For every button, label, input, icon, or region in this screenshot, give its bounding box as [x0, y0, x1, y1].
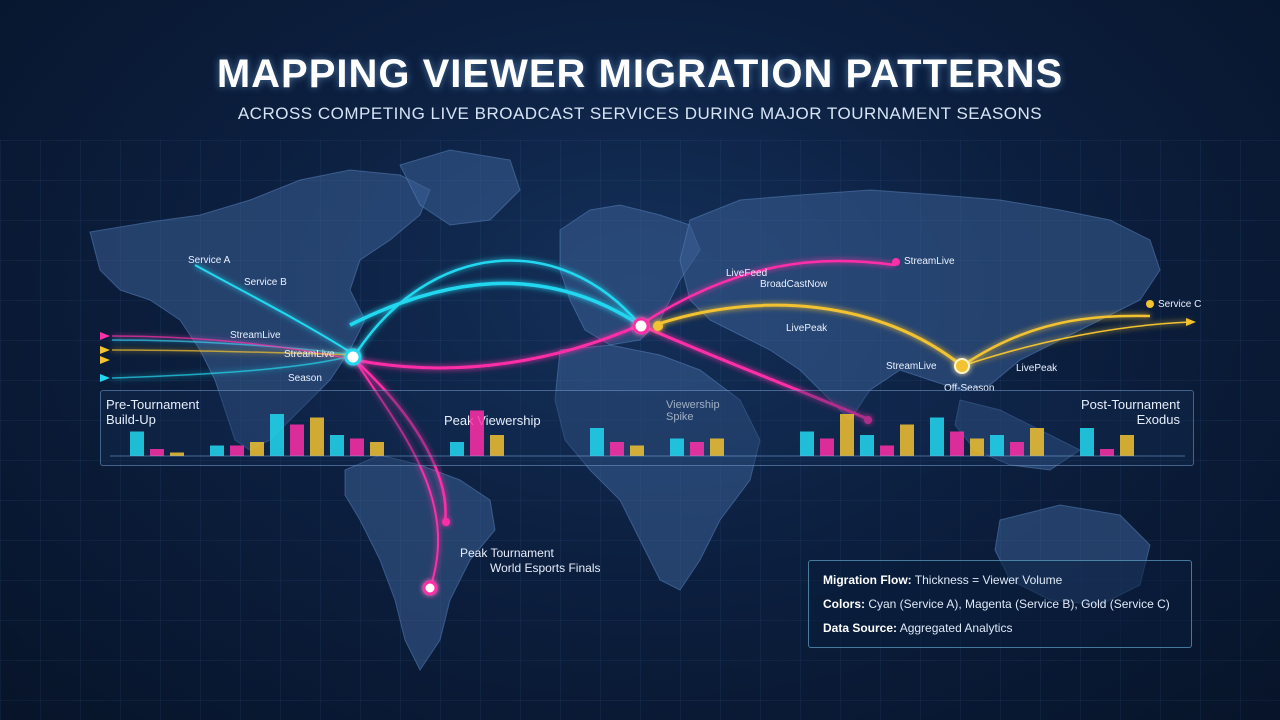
- phase-pre-line2: Build-Up: [106, 412, 156, 427]
- africa-shape: [554, 344, 761, 591]
- legend-source-key: Data Source:: [823, 621, 898, 635]
- flow-cyan-4: [111, 339, 356, 356]
- annotation-line2: World Esports Finals: [490, 561, 601, 575]
- page-subtitle: ACROSS COMPETING LIVE BROADCAST SERVICES…: [237, 104, 1043, 123]
- legend-row-flow: Migration Flow: Thickness = Viewer Volum…: [823, 573, 1062, 587]
- legend-source-value: Aggregated Analytics: [897, 621, 1013, 635]
- label-off-season: Off-Season: [944, 383, 995, 394]
- label-season: Season: [288, 373, 322, 384]
- label-livefeed: LiveFeed: [726, 268, 768, 279]
- label-streamlive-na: StreamLive: [230, 330, 281, 341]
- label-streamlive-asia: StreamLive: [904, 256, 955, 267]
- legend-colors-value: Cyan (Service A), Magenta (Service B), G…: [865, 597, 1170, 611]
- service-a-flows: [111, 259, 641, 379]
- flow-gold-2: [961, 314, 1151, 368]
- europe-shape: [559, 204, 701, 346]
- label-streamlive-east: StreamLive: [886, 361, 937, 372]
- label-service-b: Service B: [244, 277, 287, 288]
- flow-magenta-2: [354, 359, 447, 523]
- legend-flow-value: Thickness = Viewer Volume: [911, 573, 1063, 587]
- flow-magenta-1: [354, 323, 641, 370]
- phase-peak-viewership: Peak Viewership: [444, 413, 541, 428]
- flow-cyan-5: [111, 354, 356, 379]
- label-livepeak-east: LivePeak: [1016, 363, 1058, 374]
- hub-north-america: [344, 348, 362, 366]
- hub-south-america: [422, 580, 438, 596]
- hub-nodes: [344, 258, 1154, 596]
- hub-india: [864, 416, 872, 424]
- label-broadcastnow: BroadCastNow: [760, 279, 828, 290]
- flow-cyan-1: [349, 281, 641, 327]
- flow-magenta-4: [639, 259, 896, 327]
- flow-cyan-2: [353, 259, 641, 356]
- label-service-a: Service A: [188, 255, 231, 266]
- legend-row-colors: Colors: Cyan (Service A), Magenta (Servi…: [823, 597, 1170, 611]
- label-viewership-spike: Viewership Spike: [666, 399, 720, 423]
- marker-service-c: [1146, 300, 1154, 308]
- phase-post-line2: Exodus: [1136, 412, 1180, 427]
- legend-colors-key: Colors:: [823, 597, 865, 611]
- annotation-line1: Peak Tournament: [460, 546, 554, 560]
- greenland-shape: [399, 149, 521, 226]
- phase-post-line1: Post-Tournament: [1081, 397, 1180, 412]
- legend-row-source: Data Source: Aggregated Analytics: [823, 621, 1012, 635]
- marker-streamlive-asia: [892, 258, 900, 266]
- hub-europe: [632, 317, 650, 335]
- page-title: MAPPING VIEWER MIGRATION PATTERNS: [216, 52, 1064, 96]
- legend-box: Migration Flow: Thickness = Viewer Volum…: [808, 560, 1192, 648]
- legend-flow-key: Migration Flow:: [823, 573, 912, 587]
- service-c-flows: [111, 303, 1191, 368]
- flow-magenta-3: [354, 359, 440, 589]
- phase-pre-line1: Pre-Tournament: [106, 397, 200, 412]
- asia-shape: [679, 189, 1161, 421]
- phase-post-tournament: Post-Tournament Exodus: [1060, 397, 1180, 427]
- north-america-shape: [89, 169, 431, 451]
- hub-south-america-2: [442, 518, 450, 526]
- south-america-shape: [344, 454, 496, 671]
- flow-gold-4: [111, 349, 356, 356]
- phase-pre-tournament: Pre-Tournament Build-Up: [106, 397, 199, 427]
- hub-europe-gold: [653, 321, 663, 331]
- service-b-flows: [111, 259, 896, 589]
- flow-magenta-5: [639, 323, 871, 422]
- label-streamlive-na2: StreamLive: [284, 349, 335, 360]
- flow-cyan-3: [194, 264, 356, 356]
- flow-gold-3: [961, 321, 1191, 367]
- hub-asia: [954, 358, 970, 374]
- label-service-c: Service C: [1158, 299, 1202, 310]
- label-livepeak-asia: LivePeak: [786, 323, 828, 334]
- timeline-panel: [100, 390, 1194, 466]
- left-arrows: [100, 318, 1196, 382]
- flow-gold-1: [654, 303, 963, 368]
